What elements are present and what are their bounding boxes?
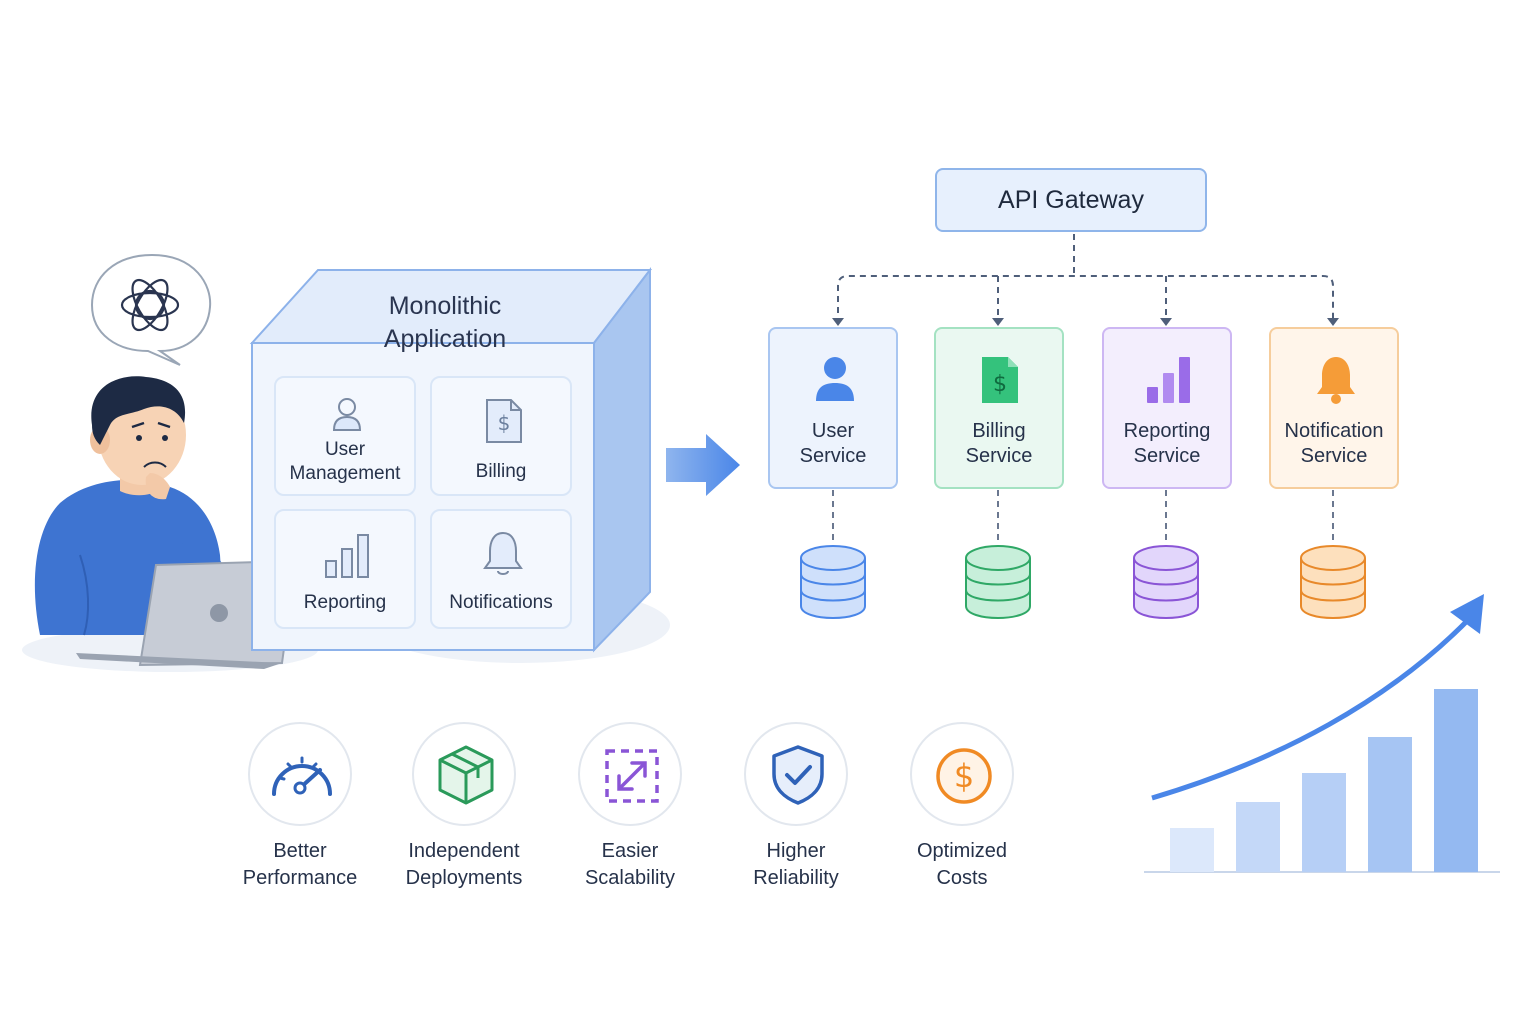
cube-icon [438,745,494,805]
module-label-line1: User [324,439,366,460]
service-label-line2: Service [1300,445,1368,467]
benefit-label: Optimized Costs [877,838,1047,892]
benefit-label-line1: Independent [408,840,520,862]
benefit-costs: $ [910,722,1014,826]
module-label: Billing [475,461,527,482]
arrow-right-icon [666,434,740,496]
benefit-label: Easier Scalability [545,838,715,892]
dollar-coin-icon: $ [936,748,992,804]
service-label-line1: Reporting [1123,420,1211,442]
module-label-line2: Management [289,463,401,484]
benefit-label: Independent Deployments [379,838,549,892]
benefit-label-line1: Better [273,840,327,862]
benefit-label-line1: Higher [766,840,826,862]
database-icon-billing [965,545,1031,619]
module-label: Notifications [449,592,553,613]
module-billing: $ Billing [430,376,572,496]
module-notifications: Notifications [430,509,572,629]
database-icon-reporting [1133,545,1199,619]
shield-check-icon [772,745,824,805]
speedometer-icon [272,756,332,796]
database-icon-notification [1300,545,1366,619]
bar-chart-icon [1147,357,1190,403]
user-icon [816,357,854,401]
bar-chart-icon [325,534,369,578]
benefit-label: Better Performance [215,838,385,892]
benefit-label-line2: Performance [242,867,358,889]
service-notification: Notification Service [1269,327,1399,489]
benefit-performance [248,722,352,826]
benefit-label-line1: Optimized [916,840,1008,862]
module-label: Reporting [303,592,387,613]
thought-bubble [90,253,212,366]
invoice-icon: $ [982,357,1018,403]
bell-icon [1317,357,1355,404]
ai-swirl-icon [120,278,180,332]
service-billing: $ Billing Service [934,327,1064,489]
module-user-management: User Management [274,376,416,496]
benefit-label: Higher Reliability [711,838,881,892]
api-gateway-label: API Gateway [998,186,1144,214]
service-label-line2: Service [1133,445,1201,467]
benefit-label-line2: Scalability [584,867,676,889]
database-icon-user [800,545,866,619]
service-user: User Service [768,327,898,489]
service-reporting: Reporting Service [1102,327,1232,489]
module-reporting: Reporting [274,509,416,629]
monolith-title-line1: Monolithic [388,292,502,320]
benefit-label-line2: Reliability [753,867,839,889]
benefit-label-line2: Costs [936,867,988,889]
monolith-title: Monolithic Application [300,290,590,356]
expand-icon [605,749,659,803]
benefit-label-line1: Easier [601,840,659,862]
invoice-icon: $ [486,399,522,443]
service-label-line1: Billing [972,420,1026,442]
service-label-line2: Service [965,445,1033,467]
benefit-scalability [578,722,682,826]
growth-chart-icon [1144,594,1500,873]
user-icon [332,398,362,431]
svg-text:$: $ [498,411,511,435]
svg-text:$: $ [993,372,1007,397]
bell-icon [483,531,523,575]
service-label-line2: Service [799,445,867,467]
service-label-line1: User [811,420,855,442]
benefit-reliability [744,722,848,826]
benefit-label-line2: Deployments [405,867,523,889]
svg-text:$: $ [954,757,974,795]
service-label-line1: Notification [1284,420,1384,442]
api-gateway-box: API Gateway [935,168,1207,232]
benefit-deployments [412,722,516,826]
monolith-title-line2: Application [383,325,507,353]
